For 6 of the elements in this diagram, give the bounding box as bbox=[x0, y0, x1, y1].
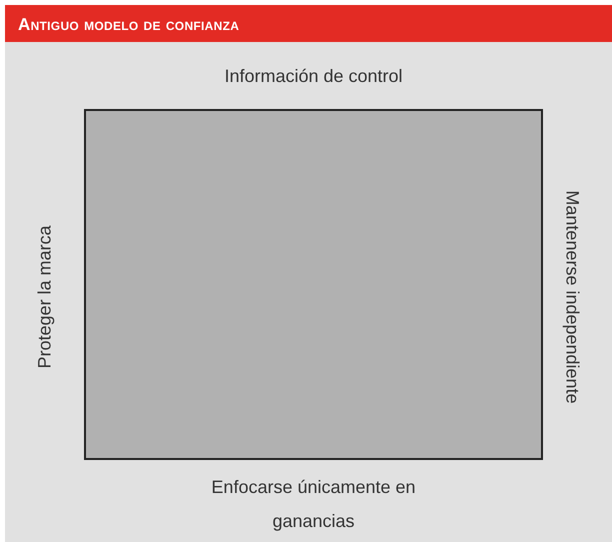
title: Antiguo modelo de confianza bbox=[18, 15, 240, 34]
empty-box bbox=[84, 109, 543, 460]
side-label: Proteger la marca bbox=[34, 225, 56, 369]
side-label: Información de control bbox=[223, 65, 404, 88]
side-label: Mantenerse independiente bbox=[562, 190, 584, 404]
side-label: Enfocarse únicamente en ganancias bbox=[210, 476, 417, 533]
